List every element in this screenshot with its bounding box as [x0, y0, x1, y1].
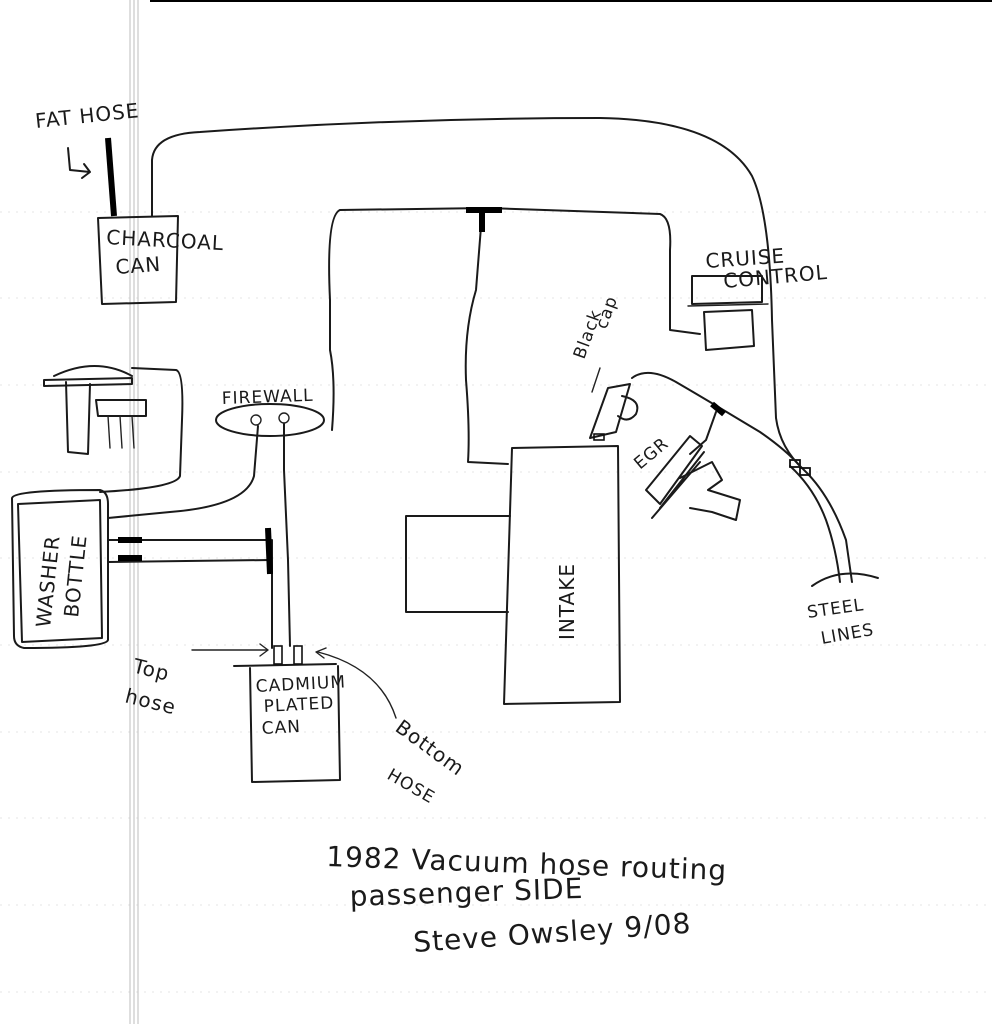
label-lines: LINES — [819, 620, 875, 649]
intake-left-hose — [328, 209, 341, 431]
bracket-assembly — [43, 365, 184, 493]
label-steel: STEEL — [806, 595, 865, 623]
label-fat-hose: FAT HOSE — [34, 98, 140, 133]
caption-signature: Steve Owsley 9/08 — [412, 907, 692, 959]
washer-bottle — [11, 489, 109, 649]
intake-loop-hose — [339, 207, 701, 335]
label-cadmium: CADMIUM — [255, 672, 346, 697]
label-cap: cap — [592, 293, 622, 331]
label-cadmium-can: CAN — [261, 717, 301, 739]
egr-valve — [645, 435, 741, 521]
label-firewall: FIREWALL — [221, 386, 313, 409]
label-top: Top — [130, 653, 172, 685]
main-loop-hose — [151, 117, 853, 583]
main-loop-hose-return — [789, 465, 841, 583]
bottom-hose-arrow — [315, 647, 397, 719]
tee-down-hose — [464, 213, 509, 465]
label-top-hose: hose — [123, 684, 179, 720]
label-cruise: CRUISE — [705, 243, 786, 273]
firewall-hose-left — [107, 425, 259, 519]
label-charcoal: CHARCOAL — [106, 225, 225, 255]
egr-hose — [631, 371, 801, 467]
top-hose-arrow — [191, 643, 269, 657]
label-bottom-hose: HOSE — [384, 765, 439, 808]
washer-tee — [265, 527, 273, 575]
cruise-control — [687, 275, 769, 351]
label-plated: PLATED — [263, 693, 335, 717]
margin-line — [129, 0, 139, 1024]
firewall — [215, 403, 325, 437]
firewall-hose-right — [283, 423, 291, 647]
cadmium-plated-can — [233, 645, 341, 783]
egr-tee — [710, 401, 726, 417]
label-egr: EGR — [630, 434, 673, 474]
intake — [405, 445, 621, 705]
egr-branch — [689, 411, 717, 455]
label-intake: INTAKE — [555, 563, 579, 640]
black-cap — [589, 367, 639, 441]
label-charcoal-can: CAN — [115, 252, 162, 279]
fat-hose — [67, 137, 117, 217]
label-bottle: BOTTLE — [59, 533, 92, 618]
caption-subtitle: passenger SIDE — [349, 872, 584, 913]
